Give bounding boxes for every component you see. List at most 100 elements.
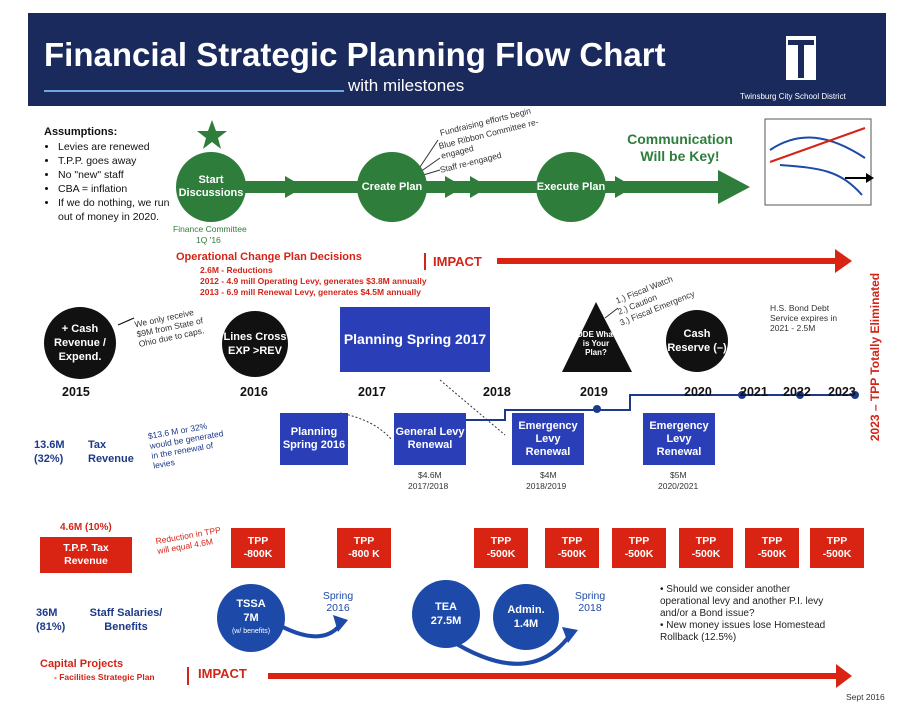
assumptions-list: Levies are renewed T.P.P. goes away No "… — [40, 140, 178, 224]
tax-amount: 13.6M (32%) — [34, 439, 65, 465]
note-arrow — [117, 317, 135, 326]
mini-chart-line — [779, 164, 863, 196]
tpp-box-label: TPP — [353, 535, 375, 547]
decision-item: 2012 - 4.9 mill Operating Levy, generate… — [200, 276, 427, 286]
decision-item: 2013 - 6.9 mill Renewal Levy, generates … — [200, 287, 421, 297]
spring-2018-label: Spring 2018 — [574, 590, 606, 614]
execute-plan-node: Execute Plan — [536, 152, 606, 222]
year-label: 2015 — [62, 385, 90, 399]
timeline-dot — [738, 391, 746, 399]
year-label: 2018 — [483, 385, 511, 399]
levy-amount: $5M — [670, 470, 687, 480]
assumptions-heading: Assumptions: — [44, 126, 118, 138]
tpp-box-label: TPP — [761, 535, 783, 547]
tea-label: TEA — [435, 601, 457, 613]
impact-arrow-head — [835, 249, 852, 273]
capital-projects-title: Capital Projects — [40, 658, 124, 670]
flow-chevron — [615, 176, 634, 198]
impact-label: IMPACT — [433, 254, 482, 269]
tssa-amount: 7M — [243, 612, 259, 624]
curved-arrow — [448, 633, 572, 666]
note-arrow — [419, 157, 441, 173]
mini-chart-line — [769, 127, 866, 163]
tpp-box-amount: -500K — [822, 548, 852, 560]
timeline-dot — [593, 405, 601, 413]
mini-chart-arrowhead — [866, 173, 874, 183]
levy-year: 2020/2021 — [658, 481, 699, 491]
tpp-reduction-box: TPP-500K — [545, 528, 599, 568]
tpp-box-label: TPP — [561, 535, 583, 547]
mini-chart-frame — [764, 118, 872, 206]
levy-amount: $4M — [540, 470, 557, 480]
title-underline — [44, 90, 344, 92]
salaries-amount: 36M (81%) — [36, 607, 66, 633]
tssa-note: (w/ benefits) — [231, 628, 271, 635]
assumption-item: Levies are renewed — [58, 140, 178, 154]
admin-node: Admin. 1.4M — [493, 584, 559, 650]
decision-item: 2.6M - Reductions — [200, 265, 273, 275]
tpp-box-label: TPP — [695, 535, 717, 547]
year-label: 2017 — [358, 385, 386, 399]
timeline-dot — [796, 391, 804, 399]
note-arrow — [604, 307, 619, 319]
consider-note-text: New money issues lose Homestead Rollback… — [660, 620, 826, 643]
levy-year: 2018/2019 — [526, 481, 567, 491]
tpp-box-amount: -500K — [624, 548, 654, 560]
tssa-node: TSSA 7M (w/ benefits) — [217, 584, 285, 652]
ode-triangle — [562, 302, 632, 372]
year-label: 2022 — [783, 385, 811, 399]
logo-t-stem — [798, 44, 804, 78]
ode-label: ODE What is Your Plan? — [576, 330, 616, 357]
tpp-reduction-box: TPP-500K — [679, 528, 733, 568]
assumption-item: CBA = inflation — [58, 182, 178, 196]
tpp-eliminated-label: 2023 – TPP Totally Eliminated — [868, 272, 882, 442]
communication-callout: Communication Will be Key! — [627, 131, 733, 164]
planning-spring-2016-box: Planning Spring 2016 — [280, 413, 348, 465]
finance-committee-date: 1Q '16 — [196, 235, 221, 245]
capital-arrow-head — [836, 664, 852, 688]
finance-committee-label: Finance Committee — [173, 224, 247, 234]
flow-chevron — [445, 176, 464, 198]
consider-note-text: Should we consider another operational l… — [660, 584, 824, 619]
tpp-box-label: TPP — [826, 535, 848, 547]
assumption-item: No "new" staff — [58, 168, 178, 182]
note-arrow — [417, 139, 439, 171]
tpp-reduction-box: TPP-500K — [810, 528, 864, 568]
tpp-box-label: TPP — [628, 535, 650, 547]
year-label: 2019 — [580, 385, 608, 399]
lines-cross-node: Lines Cross EXP >REV — [222, 311, 288, 377]
year-label: 2023 — [828, 385, 856, 399]
tea-amount: 27.5M — [430, 615, 462, 627]
tssa-label: TSSA — [236, 598, 266, 610]
flow-arrow-head — [718, 170, 750, 204]
consider-note: • New money issues lose Homestead Rollba… — [660, 620, 826, 643]
tpp-reduction-box: TPP-500K — [745, 528, 799, 568]
assumption-item: If we do nothing, we run out of money in… — [58, 196, 178, 224]
levy-box: General Levy Renewal — [394, 413, 466, 465]
salaries-label: Staff Salaries/ Benefits — [89, 607, 163, 633]
start-discussions-node: Start Discussions — [176, 152, 246, 222]
page-subtitle: with milestones — [348, 76, 465, 95]
tpp-box-amount: -800 K — [348, 548, 380, 560]
tpp-reduction-box: TPP-800 K — [337, 528, 391, 568]
capital-arrow-shaft — [268, 673, 838, 679]
cash-revenue-node: + Cash Revenue / Expend. — [44, 307, 116, 379]
consider-note: • Should we consider another operational… — [660, 584, 824, 619]
cash-reserve-node: Cash Reserve (–) — [666, 310, 728, 372]
year-label: 2021 — [740, 385, 768, 399]
year-label: 2016 — [240, 385, 268, 399]
tpp-box-label: TPP — [490, 535, 512, 547]
decisions-title: Operational Change Plan Decisions — [176, 251, 362, 263]
tpp-box-amount: -500K — [557, 548, 587, 560]
levy-year: 2017/2018 — [408, 481, 449, 491]
tpp-reduction-box: TPP-800K — [231, 528, 285, 568]
create-plan-node: Create Plan — [357, 152, 427, 222]
star-icon — [197, 120, 227, 149]
curved-arrow-head — [562, 627, 578, 643]
planning-spring-2017-box: Planning Spring 2017 — [340, 307, 490, 372]
flow-chevron — [285, 176, 304, 198]
admin-amount: 1.4M — [513, 618, 539, 630]
levy-box: Emergency Levy Renewal — [512, 413, 584, 465]
tpp-box-amount: -500K — [486, 548, 516, 560]
tpp-box-amount: -800K — [243, 548, 273, 560]
